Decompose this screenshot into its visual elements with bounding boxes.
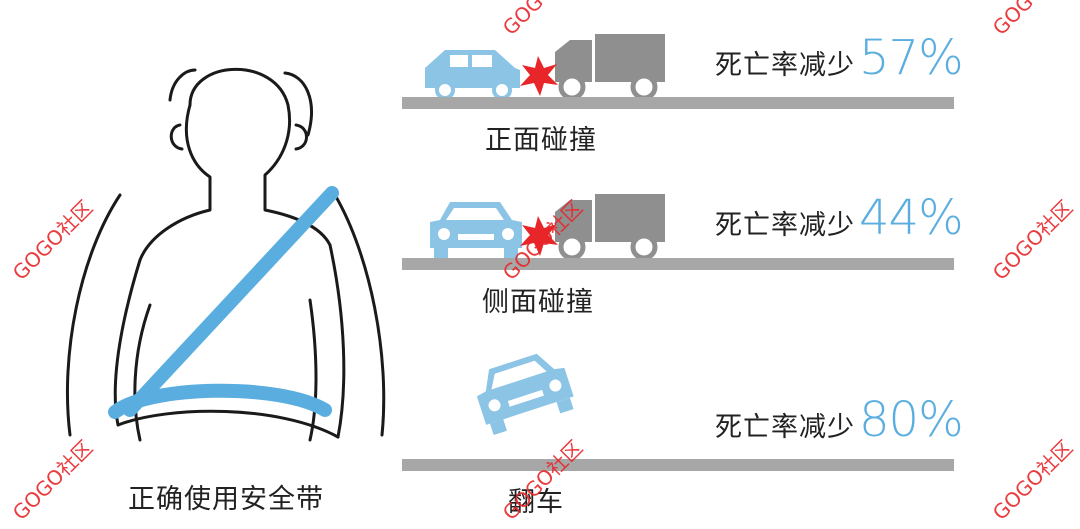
- rate-rollover: 死亡率减少 80%: [715, 392, 964, 448]
- seatbelt-icon: [108, 186, 339, 419]
- rate-prefix: 死亡率减少: [715, 210, 855, 241]
- car-icon: [425, 50, 520, 100]
- impact-star-icon: [520, 56, 558, 96]
- rate-value: 44%: [859, 190, 964, 246]
- road-line-2: [402, 258, 954, 270]
- rate-side: 死亡率减少 44%: [715, 190, 964, 246]
- rate-prefix: 死亡率减少: [715, 412, 855, 443]
- car-icon: [430, 202, 522, 258]
- left-caption: 正确使用安全带: [128, 484, 324, 515]
- watermark: GOGO社区: [7, 435, 98, 525]
- car-icon: [476, 353, 574, 436]
- impact-star-icon: [520, 216, 558, 256]
- watermark: GOGO社区: [987, 195, 1078, 285]
- rate-prefix: 死亡率减少: [715, 50, 855, 81]
- head-outline: [188, 67, 332, 247]
- side-collision-icon: [430, 194, 665, 261]
- watermark: GOGO社区: [987, 435, 1078, 525]
- watermark: GOGO社区: [985, 0, 1078, 41]
- truck-icon: [555, 34, 665, 101]
- truck-icon: [555, 194, 665, 261]
- row-label-side: 侧面碰撞: [482, 287, 594, 318]
- rate-value: 57%: [859, 30, 964, 86]
- person-seatbelt-illustration: [65, 67, 386, 442]
- road-line-3: [402, 459, 954, 471]
- frontal-collision-icon: [425, 34, 665, 101]
- row-label-rollover: 翻车: [508, 487, 564, 518]
- rate-value: 80%: [859, 392, 964, 448]
- row-label-frontal: 正面碰撞: [485, 125, 597, 156]
- rate-frontal: 死亡率减少 57%: [715, 30, 964, 86]
- rollover-icon: [476, 353, 574, 436]
- road-line-1: [402, 97, 954, 109]
